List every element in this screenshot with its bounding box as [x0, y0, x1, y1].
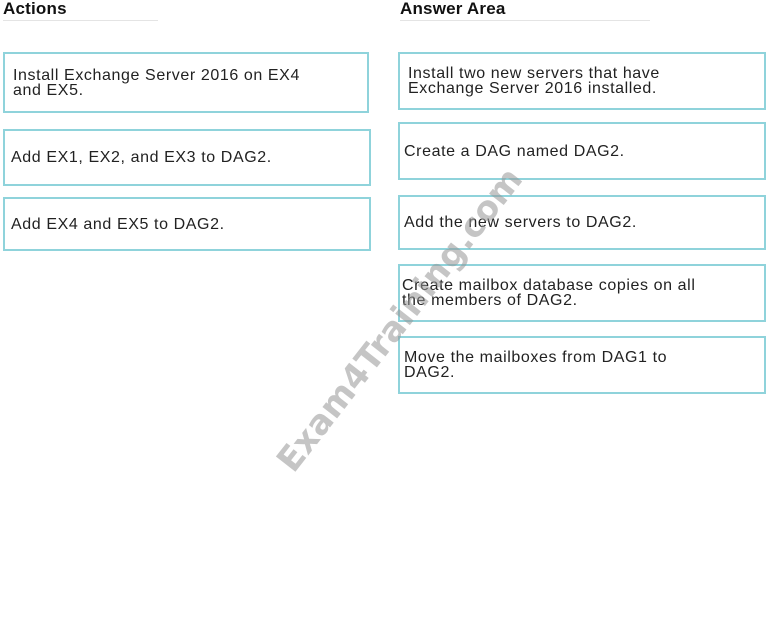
- answer-item-text: Create a DAG named DAG2.: [404, 142, 625, 160]
- answer-item-line: the members of DAG2.: [402, 292, 578, 309]
- actions-heading-divider: [3, 20, 158, 21]
- answer-item-add-new-servers[interactable]: Add the new servers to DAG2.: [398, 195, 766, 250]
- answer-item-move-mailboxes[interactable]: Move the mailboxes from DAG1 to DAG2.: [398, 336, 766, 394]
- action-item-text: Install Exchange Server 2016 on EX4 and …: [13, 66, 300, 99]
- answer-item-create-dag[interactable]: Create a DAG named DAG2.: [398, 122, 766, 180]
- answer-item-line: Exchange Server 2016 installed.: [408, 80, 657, 97]
- action-item-line: Add EX4 and EX5 to DAG2.: [11, 215, 225, 233]
- action-item-line: and EX5.: [13, 81, 84, 99]
- answer-item-install-new-servers[interactable]: Install two new servers that have Exchan…: [398, 52, 766, 110]
- action-item-line: Install Exchange Server 2016 on EX4: [13, 66, 300, 84]
- answer-item-line: DAG2.: [404, 364, 456, 381]
- answer-item-text: Move the mailboxes from DAG1 to DAG2.: [404, 349, 668, 381]
- action-item-text: Add EX4 and EX5 to DAG2.: [11, 215, 225, 233]
- answer-item-line: Add the new servers to DAG2.: [404, 214, 637, 231]
- answer-item-line: Create a DAG named DAG2.: [404, 142, 625, 160]
- answer-item-text: Add the new servers to DAG2.: [404, 214, 637, 231]
- answer-item-create-db-copies[interactable]: Create mailbox database copies on all th…: [398, 264, 766, 322]
- action-item-line: Add EX1, EX2, and EX3 to DAG2.: [11, 149, 272, 166]
- actions-heading: Actions: [3, 0, 67, 18]
- answer-item-text: Create mailbox database copies on all th…: [402, 277, 696, 309]
- action-item-text: Add EX1, EX2, and EX3 to DAG2.: [11, 149, 272, 166]
- action-item-install-exchange[interactable]: Install Exchange Server 2016 on EX4 and …: [3, 52, 369, 113]
- action-item-add-ex1-ex3[interactable]: Add EX1, EX2, and EX3 to DAG2.: [3, 129, 371, 186]
- answer-item-line: Move the mailboxes from DAG1 to: [404, 349, 668, 366]
- action-item-add-ex4-ex5[interactable]: Add EX4 and EX5 to DAG2.: [3, 197, 371, 251]
- answer-item-line: Create mailbox database copies on all: [402, 277, 696, 294]
- answer-area-heading: Answer Area: [400, 0, 506, 18]
- answer-area-heading-divider: [400, 20, 650, 21]
- answer-item-line: Install two new servers that have: [408, 65, 660, 82]
- answer-item-text: Install two new servers that have Exchan…: [408, 65, 660, 97]
